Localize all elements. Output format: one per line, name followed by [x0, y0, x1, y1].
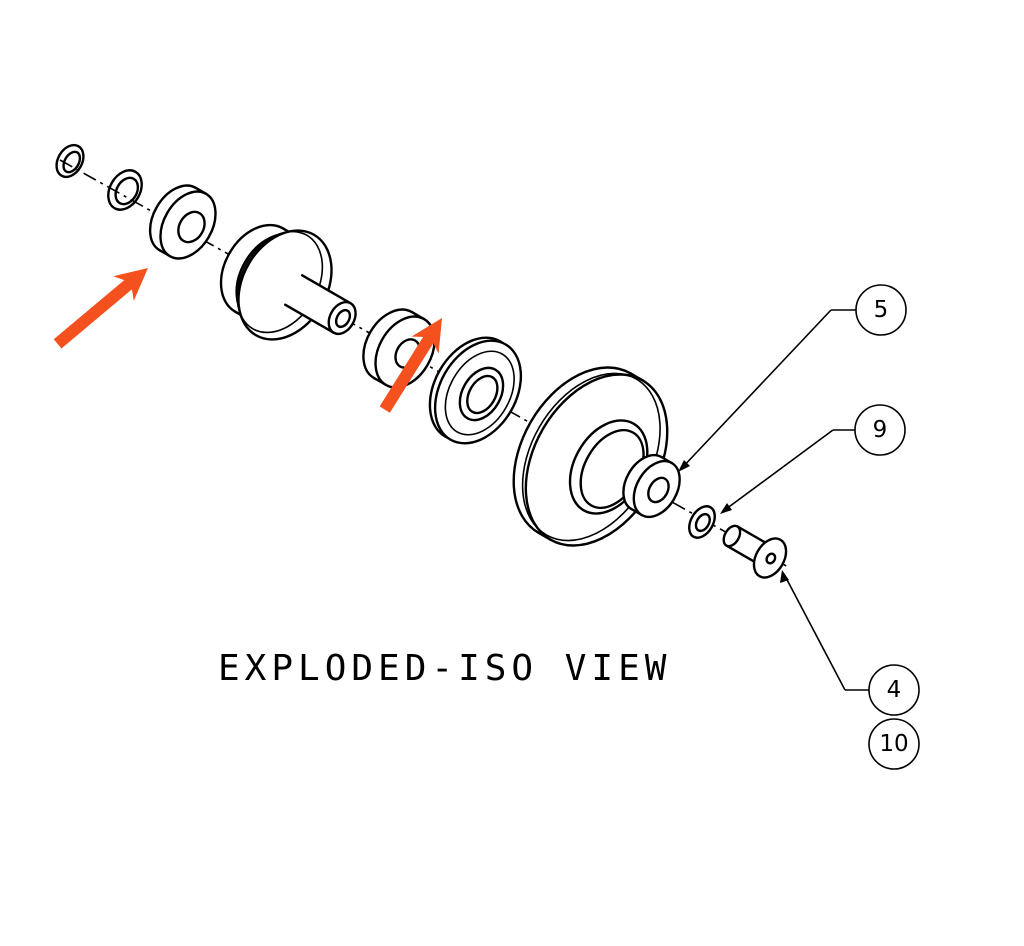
view-title: EXPLODED-ISO VIEW: [218, 648, 671, 689]
balloon-10-label: 10: [879, 731, 908, 757]
highlight-arrow-right: [379, 318, 442, 413]
leader-arrowhead-9: [720, 503, 732, 514]
snap-ring-small: [55, 143, 85, 179]
balloon-9[interactable]: 9: [854, 404, 906, 456]
highlight-arrow-left: [53, 268, 148, 349]
balloon-9-label: 9: [873, 417, 888, 443]
cone-nut: [622, 453, 681, 519]
balloon-4[interactable]: 4: [868, 664, 920, 716]
balloon-5-label: 5: [874, 297, 889, 323]
hub-with-shaft: [219, 223, 357, 341]
leader-line-9-diag: [721, 429, 834, 513]
ball-bearing: [428, 336, 523, 445]
balloon-5[interactable]: 5: [855, 284, 907, 336]
leader-line-4-diag: [783, 573, 846, 691]
washer-left: [107, 169, 143, 211]
leader-arrowhead-4: [780, 570, 789, 583]
leader-arrowhead-5: [678, 460, 690, 472]
small-washer: [688, 505, 716, 539]
balloon-10[interactable]: 10: [868, 718, 920, 770]
balloon-4-label: 4: [887, 677, 902, 703]
flanged-bushing-left: [148, 184, 217, 260]
leader-line-5-diag: [679, 309, 832, 471]
flat-head-screw: [722, 524, 788, 579]
